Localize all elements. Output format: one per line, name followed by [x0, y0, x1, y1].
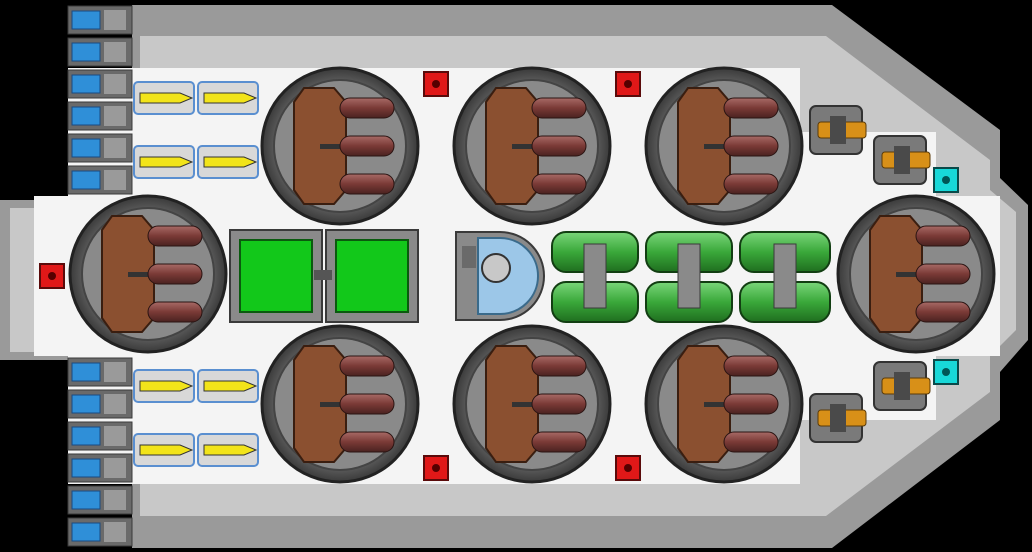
thruster-unit[interactable]: [67, 133, 133, 163]
thruster-unit[interactable]: [67, 357, 133, 387]
torpedo-launcher[interactable]: [197, 369, 259, 403]
torpedo-launchers: [133, 81, 259, 467]
gatling-turret[interactable]: [809, 105, 867, 155]
cargo-containers: [229, 229, 419, 323]
missile-silo[interactable]: [836, 194, 996, 354]
thruster-unit[interactable]: [67, 389, 133, 419]
missile-silo[interactable]: [644, 66, 804, 226]
hydrogen-tank[interactable]: [739, 231, 831, 323]
gatling-turrets: [809, 105, 931, 443]
red-beacon-icon[interactable]: [615, 455, 641, 481]
torpedo-launcher[interactable]: [133, 433, 195, 467]
cyan-beacon-icon[interactable]: [933, 167, 959, 193]
thruster-unit[interactable]: [67, 37, 133, 67]
thruster-unit[interactable]: [67, 5, 133, 35]
thruster-column-bottom: [67, 357, 133, 547]
gatling-turret[interactable]: [873, 361, 931, 411]
red-beacon-icon[interactable]: [615, 71, 641, 97]
torpedo-launcher[interactable]: [197, 433, 259, 467]
thruster-column-top: [67, 5, 133, 195]
missile-silo[interactable]: [452, 66, 612, 226]
red-beacon-icon[interactable]: [39, 263, 65, 289]
torpedo-launcher[interactable]: [197, 145, 259, 179]
thruster-unit[interactable]: [67, 453, 133, 483]
red-beacon-icon[interactable]: [423, 71, 449, 97]
torpedo-launcher[interactable]: [133, 145, 195, 179]
hydrogen-tank-array: [551, 231, 831, 323]
torpedo-launcher[interactable]: [133, 369, 195, 403]
torpedo-launcher[interactable]: [133, 81, 195, 115]
gatling-turret[interactable]: [873, 135, 931, 185]
thruster-unit[interactable]: [67, 421, 133, 451]
missile-silo[interactable]: [260, 324, 420, 484]
torpedo-launcher[interactable]: [197, 81, 259, 115]
thruster-unit[interactable]: [67, 517, 133, 547]
cargo-container[interactable]: [229, 229, 324, 323]
thruster-unit[interactable]: [67, 101, 133, 131]
missile-silo[interactable]: [452, 324, 612, 484]
gatling-turret[interactable]: [809, 393, 867, 443]
hydrogen-tank[interactable]: [645, 231, 733, 323]
beacons: [39, 71, 959, 481]
thruster-unit[interactable]: [67, 485, 133, 515]
cargo-container[interactable]: [322, 229, 419, 323]
missile-silos: [68, 66, 996, 484]
missile-silo[interactable]: [644, 324, 804, 484]
cockpit[interactable]: [455, 231, 545, 321]
thruster-unit[interactable]: [67, 69, 133, 99]
cyan-beacon-icon[interactable]: [933, 359, 959, 385]
missile-silo[interactable]: [260, 66, 420, 226]
thruster-unit[interactable]: [67, 165, 133, 195]
red-beacon-icon[interactable]: [423, 455, 449, 481]
missile-silo[interactable]: [68, 194, 228, 354]
hydrogen-tank[interactable]: [551, 231, 639, 323]
